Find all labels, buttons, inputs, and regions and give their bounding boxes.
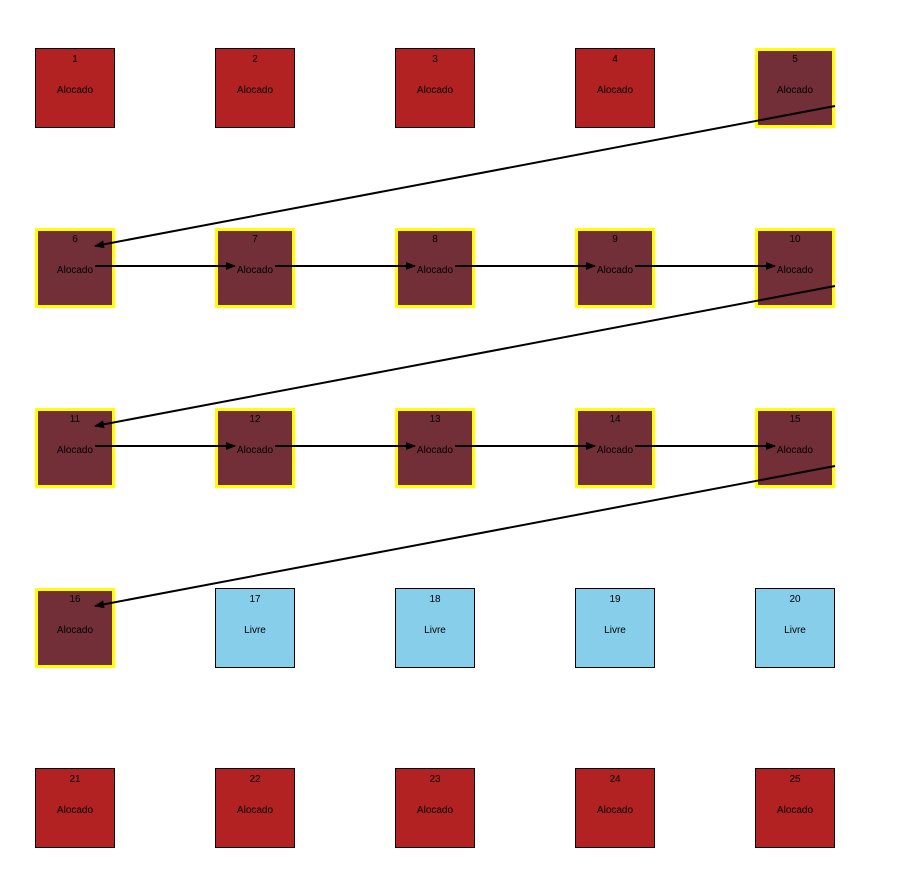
- block-number: 2: [252, 54, 258, 65]
- block-status: Livre: [244, 625, 266, 636]
- block-number: 13: [429, 414, 441, 425]
- block-number: 21: [69, 774, 81, 785]
- block-number: 19: [609, 594, 621, 605]
- block-number: 14: [609, 414, 621, 425]
- block-status: Alocado: [236, 85, 274, 96]
- block-status: Alocado: [56, 85, 94, 96]
- block-status: Alocado: [596, 805, 634, 816]
- block-status: Alocado: [776, 265, 814, 276]
- block-number: 18: [429, 594, 441, 605]
- block-status: Alocado: [776, 85, 814, 96]
- block-number: 12: [249, 414, 261, 425]
- block-status: Alocado: [416, 805, 454, 816]
- block-number: 5: [792, 54, 798, 65]
- block-number: 25: [789, 774, 801, 785]
- block-number: 9: [612, 234, 618, 245]
- block-number: 15: [789, 414, 801, 425]
- block-number: 11: [69, 414, 81, 425]
- block-number: 24: [609, 774, 621, 785]
- block-status: Alocado: [236, 265, 274, 276]
- block-status: Alocado: [56, 265, 94, 276]
- block-number: 1: [72, 54, 78, 65]
- block-status: Alocado: [416, 85, 454, 96]
- block-status: Alocado: [236, 805, 274, 816]
- block-number: 7: [252, 234, 258, 245]
- block-number: 10: [789, 234, 801, 245]
- block-status: Livre: [784, 625, 806, 636]
- block-status: Alocado: [56, 445, 94, 456]
- block-status: Alocado: [776, 805, 814, 816]
- block-number: 6: [72, 234, 78, 245]
- block-status: Alocado: [56, 805, 94, 816]
- block-status: Alocado: [596, 85, 634, 96]
- block-status: Alocado: [596, 445, 634, 456]
- block-status: Alocado: [416, 265, 454, 276]
- block-number: 3: [432, 54, 438, 65]
- block-status: Alocado: [416, 445, 454, 456]
- block-number: 20: [789, 594, 801, 605]
- block-status: Alocado: [56, 625, 94, 636]
- block-number: 8: [432, 234, 438, 245]
- block-status: Livre: [424, 625, 446, 636]
- block-status: Alocado: [596, 265, 634, 276]
- block-status: Alocado: [776, 445, 814, 456]
- block-number: 23: [429, 774, 441, 785]
- block-number: 16: [69, 594, 81, 605]
- block-number: 4: [612, 54, 618, 65]
- block-number: 17: [249, 594, 261, 605]
- block-number: 22: [249, 774, 261, 785]
- block-status: Alocado: [236, 445, 274, 456]
- block-status: Livre: [604, 625, 626, 636]
